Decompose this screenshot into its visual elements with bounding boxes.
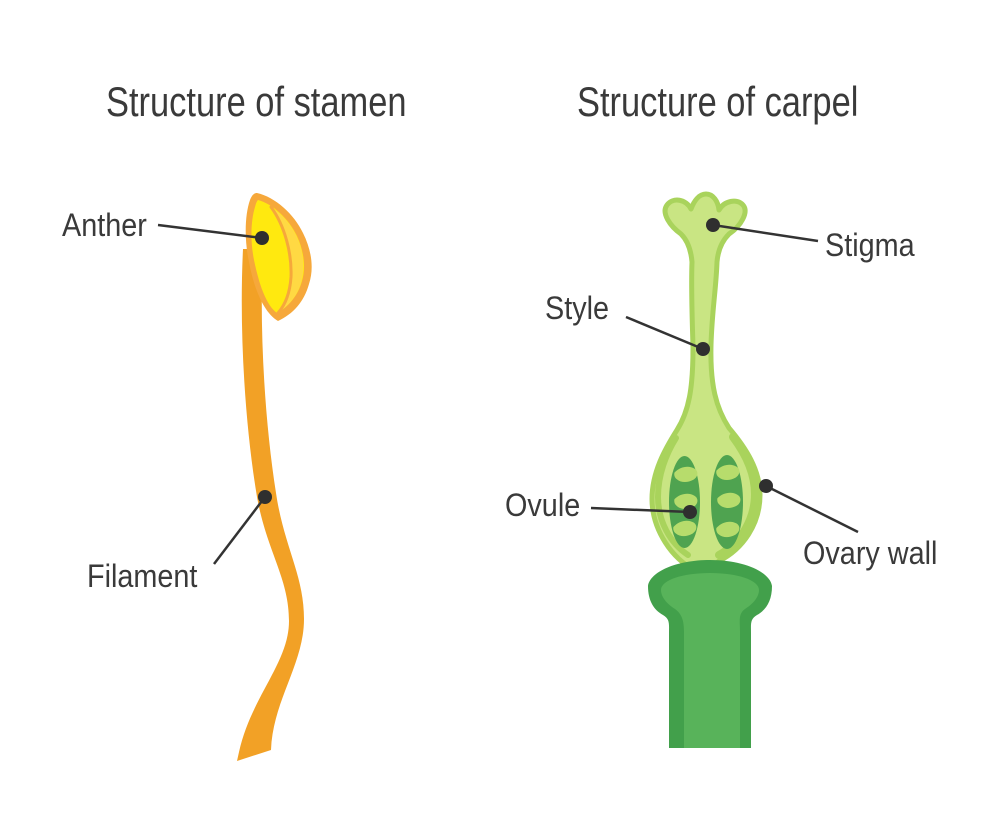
ovule-shape — [717, 492, 741, 508]
filament-shape — [237, 249, 304, 761]
ovule-leader-dot — [683, 505, 697, 519]
carpel-panel-title: Structure of carpel — [577, 78, 859, 125]
ovary-wall-leader-line — [765, 484, 859, 534]
style-leader — [625, 315, 710, 356]
ovary-wall-rim-right — [715, 433, 760, 559]
carpel-body-shape — [649, 191, 763, 573]
stamen-figure — [237, 193, 312, 761]
ovule-leader — [590, 505, 697, 519]
anther-label: Anther — [62, 207, 147, 243]
filament-leader-line — [213, 496, 266, 565]
ovule-shape — [674, 466, 698, 483]
stamen-panel-title: Structure of stamen — [106, 78, 407, 125]
ovule-shape — [673, 520, 697, 537]
filament-leader-dot — [258, 490, 272, 504]
stigma-leader-dot — [706, 218, 720, 232]
ovule-shape — [716, 521, 740, 538]
stigma-label: Stigma — [825, 227, 915, 263]
leader-lines — [157, 218, 859, 565]
ovary-wall-label: Ovary wall — [803, 535, 938, 571]
filament-leader — [213, 490, 272, 565]
ovary-wall-leader — [759, 479, 859, 534]
ovary-wall-leader-dot — [759, 479, 773, 493]
receptacle-inner-shape — [661, 573, 759, 748]
ovules — [673, 464, 741, 538]
ovule-label: Ovule — [505, 487, 581, 523]
anther-leader-line — [157, 223, 263, 240]
anther-leader-dot — [255, 231, 269, 245]
ovary-wall-rim-left — [654, 435, 691, 558]
ovule-leader-line — [590, 506, 691, 514]
anther-lobe-shape — [272, 208, 304, 312]
filament-label: Filament — [87, 558, 198, 594]
ovule-shape — [674, 493, 698, 509]
stigma-leader-line — [712, 223, 819, 243]
style-leader-dot — [696, 342, 710, 356]
ovule-shape — [716, 464, 740, 481]
carpel-figure — [648, 191, 772, 748]
anther-leader — [157, 223, 269, 245]
stigma-leader — [706, 218, 819, 243]
style-leader-line — [625, 315, 704, 351]
anther-crease-line — [269, 205, 293, 315]
style-label: Style — [545, 290, 610, 326]
